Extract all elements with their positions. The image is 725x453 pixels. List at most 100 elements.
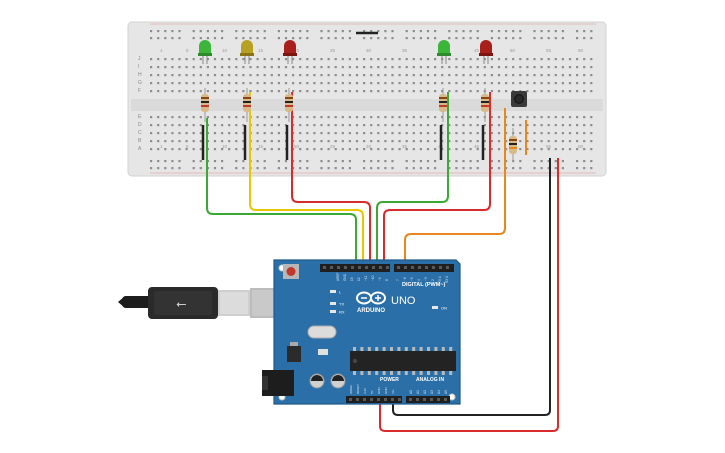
- chip-pin: [449, 371, 453, 375]
- capacitor-2: [330, 373, 346, 389]
- breadboard-hole: [519, 124, 522, 127]
- breadboard-hole: [547, 148, 550, 151]
- led-label-l: L: [339, 290, 342, 295]
- led-green-1[interactable]: [198, 40, 212, 64]
- pin-label-12: 12: [357, 277, 361, 281]
- chip-pin: [427, 371, 430, 375]
- breadboard-hole: [320, 160, 323, 163]
- breadboard-hole: [327, 66, 330, 69]
- breadboard-hole: [448, 66, 451, 69]
- breadboard-hole: [377, 74, 380, 77]
- breadboard-hole: [242, 90, 245, 93]
- led-green-2[interactable]: [437, 40, 451, 64]
- resistor-4[interactable]: [439, 88, 447, 122]
- resistor-3[interactable]: [285, 88, 293, 122]
- breadboard-hole: [363, 66, 366, 69]
- breadboard-hole: [455, 124, 458, 127]
- breadboard-hole: [490, 148, 493, 151]
- arduino-board[interactable]: DIGITAL (PWM~) AREF GND 13 12 ~11 ~10 ~9…: [262, 259, 461, 405]
- breadboard-hole: [192, 90, 195, 93]
- breadboard-hole: [512, 74, 515, 77]
- breadboard-hole: [341, 90, 344, 93]
- breadboard-hole: [497, 37, 501, 40]
- col-num-30: 30: [366, 48, 372, 53]
- resistor-6[interactable]: [509, 128, 517, 162]
- breadboard-hole: [526, 90, 529, 93]
- breadboard-hole: [327, 140, 330, 143]
- breadboard-hole: [256, 58, 259, 61]
- pin-socket: [337, 266, 340, 269]
- breadboard-hole: [547, 167, 550, 170]
- breadboard-hole: [277, 82, 280, 85]
- breadboard-hole: [277, 132, 280, 135]
- breadboard-hole: [341, 124, 344, 127]
- wire-red-5v[interactable]: [379, 158, 559, 432]
- breadboard-hole: [583, 148, 586, 151]
- breadboard-hole: [213, 74, 217, 77]
- breadboard-hole: [434, 37, 437, 40]
- breadboard-hole: [497, 30, 501, 33]
- breadboard-hole: [419, 37, 422, 40]
- breadboard-hole: [270, 82, 273, 85]
- breadboard-hole: [391, 30, 394, 33]
- wire-orange-button[interactable]: [404, 108, 506, 266]
- breadboard-hole: [462, 132, 465, 135]
- breadboard-hole: [455, 66, 458, 69]
- col-num-45-bottom: 45: [474, 144, 480, 149]
- breadboard-hole: [157, 37, 160, 40]
- wire-yellow[interactable]: [249, 92, 364, 266]
- breadboard-hole: [554, 30, 557, 33]
- breadboard-hole: [583, 140, 586, 143]
- led-yellow[interactable]: [240, 40, 254, 64]
- pushbutton[interactable]: [511, 91, 527, 107]
- breadboard-hole: [284, 30, 288, 33]
- breadboard-hole: [313, 148, 316, 151]
- breadboard-hole: [576, 37, 579, 40]
- breadboard-hole: [590, 140, 593, 143]
- breadboard-hole: [320, 148, 323, 151]
- breadboard-hole: [363, 124, 366, 127]
- led-red-1[interactable]: [283, 40, 297, 64]
- breadboard-hole: [412, 124, 415, 127]
- row-letter-b: B: [138, 138, 142, 144]
- breadboard-hole: [462, 90, 465, 93]
- breadboard-hole: [277, 160, 280, 163]
- breadboard-hole: [242, 167, 245, 170]
- resistor-5[interactable]: [481, 88, 489, 122]
- led-label-rx: RX: [339, 310, 345, 315]
- wire-green-2[interactable]: [376, 92, 449, 266]
- breadboard-hole: [277, 30, 280, 33]
- breadboard-hole: [263, 124, 266, 127]
- breadboard-hole: [178, 167, 181, 170]
- breadboard-hole: [434, 167, 437, 170]
- wire-red-1[interactable]: [291, 92, 371, 266]
- power-jack[interactable]: [262, 370, 294, 396]
- led-red-2[interactable]: [479, 40, 493, 64]
- reset-button[interactable]: [283, 264, 299, 279]
- breadboard-hole: [334, 58, 337, 61]
- breadboard-hole: [583, 37, 586, 40]
- breadboard-hole: [192, 58, 195, 61]
- breadboard-hole: [327, 148, 330, 151]
- led-label-tx: TX: [339, 302, 344, 307]
- wire-black-gnd[interactable]: [392, 158, 551, 416]
- resistor-2[interactable]: [243, 88, 251, 122]
- breadboard-hole: [384, 132, 387, 135]
- breadboard-hole: [377, 148, 380, 151]
- breadboard-hole: [426, 30, 430, 33]
- breadboard-hole: [419, 90, 422, 93]
- breadboard-hole: [426, 66, 430, 69]
- breadboard-hole: [157, 30, 160, 33]
- row-letter-a: A: [138, 146, 142, 152]
- wire-red-2[interactable]: [383, 92, 491, 266]
- breadboard-hole: [370, 74, 373, 77]
- breadboard-hole: [235, 66, 238, 69]
- chip-pin: [360, 347, 364, 351]
- row-letter-f: F: [138, 88, 141, 94]
- breadboard-hole: [363, 160, 366, 163]
- breadboard-hole: [455, 37, 458, 40]
- resistor-1[interactable]: [201, 88, 209, 122]
- breadboard-hole: [199, 116, 202, 119]
- wire-green-1[interactable]: [206, 118, 357, 266]
- breadboard-hole: [334, 148, 337, 151]
